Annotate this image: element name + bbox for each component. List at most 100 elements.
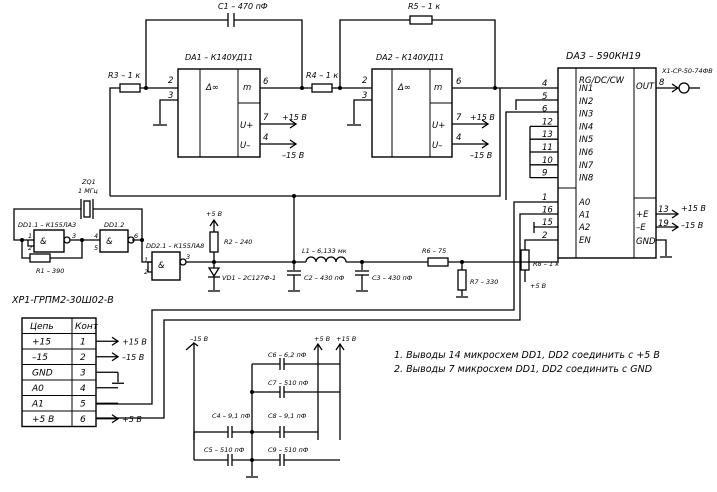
xp1-pin-4: 4 [80, 384, 86, 394]
dd12-sym: & [106, 237, 113, 247]
c9-label: C9 – 510 пФ [268, 446, 309, 454]
xp1-label: XP1-ГРПМ2-30Ш02-В [11, 295, 114, 306]
xp1-net-5: A1 [31, 400, 44, 410]
xp1-pin-1: 1 [80, 338, 86, 348]
r2-label: R2 – 240 [224, 238, 252, 246]
da3-pin8: 8 [659, 78, 665, 88]
buffer-stage: DD2.1 – К155ЛА8 & 1 2 3 +5 В R2 – 240 VD… [144, 210, 306, 292]
da3-pin13: 13 [658, 205, 669, 215]
da1-rail-p: +15 В [282, 113, 307, 122]
xp1-pin-5: 5 [80, 400, 86, 410]
da2-opamp: DA2 – К140УД11 Δ∞ m U+ U– 2 3 6 7 4 +15 … [347, 53, 495, 160]
da3-addr-a2: A2 [578, 223, 590, 233]
da3-input-7: IN7 [579, 161, 594, 171]
da3-input-1: IN1 [579, 84, 593, 94]
dd11-p2: 2 [28, 244, 32, 252]
address-wiring: R8 – 1 к +5 В [96, 111, 559, 419]
dd21-p1: 1 [144, 256, 148, 264]
da3-input-pin-7: 10 [542, 156, 553, 166]
bank-p5: +5 В [314, 335, 331, 343]
da1-uplus: U+ [240, 121, 253, 131]
da2-pin3: 3 [362, 91, 367, 101]
xp1-arrow-2 [111, 352, 120, 362]
lc-filter: L1 – 6,133 мк C2 – 430 пФ C3 – 430 пФ R6… [287, 196, 559, 298]
da3-supply-m: –15 В [681, 221, 703, 230]
da3-input-pin-2: 5 [542, 92, 547, 102]
xp1-lead-label-1: +15 В [122, 337, 147, 346]
da2-pin6: 6 [456, 77, 462, 87]
oscillator: ZQ1 1 МГц DD1.1 – К155ЛА3 & 1 2 3 R1 – 3… [13, 178, 152, 275]
da1-delta: Δ∞ [205, 83, 219, 93]
xp1-header-1: Цепь [30, 322, 54, 332]
r2-supply: +5 В [206, 210, 223, 218]
da2-pin7: 7 [456, 113, 462, 123]
da2-label: DA2 – К140УД11 [376, 53, 444, 62]
dd21-label: DD2.1 – К155ЛА8 [146, 242, 204, 250]
da3-input-pin-1: 4 [542, 79, 547, 89]
bank-p15: +15 В [336, 335, 357, 343]
da1-opamp: DA1 – К140УД11 Δ∞ m U+ U– 2 3 6 7 4 +15 … [153, 53, 307, 160]
x1-label: X1-СР-50-74ФВ [661, 67, 713, 75]
da1-pin3: 3 [168, 91, 173, 101]
da3-gnd: GND [636, 237, 656, 247]
da3-label: DA3 – 590КН19 [566, 51, 641, 62]
signal-wires: R3 – 1 к R4 – 1 к [108, 71, 558, 198]
xp1-net-3: GND [32, 369, 53, 379]
xp1-lead-label-2: –15 В [122, 353, 144, 362]
da2-m: m [434, 83, 442, 93]
c3-label: C3 – 430 пФ [372, 274, 413, 282]
dd21-sym: & [158, 261, 165, 271]
note-2: 2. Выводы 7 микросхем DD1, DD2 соединить… [394, 364, 652, 375]
da1-pin2: 2 [168, 76, 173, 86]
xp1-header-2: Конт [75, 322, 99, 332]
da3-supply-p: +15 В [681, 204, 706, 213]
da3-addr-a0: A0 [578, 198, 590, 208]
da3-input-2: IN2 [579, 97, 593, 107]
r5-label: R5 – 1 к [408, 2, 440, 11]
bank-m15: –15 В [190, 335, 209, 343]
c4-label: C4 – 9,1 пФ [212, 412, 251, 420]
da3-addr-pin-2: 16 [542, 206, 553, 216]
da1-pin7: 7 [263, 113, 269, 123]
da3-input-4: IN4 [579, 122, 593, 132]
da1-rail-m: –15 В [282, 151, 304, 160]
da3-out-label: OUT [636, 82, 655, 92]
da3-minus-e: –E [636, 223, 646, 233]
c8-label: C8 – 9,1 пФ [268, 412, 307, 420]
da1-label: DA1 – К140УД11 [185, 53, 253, 62]
xp1-arrow-6 [111, 414, 120, 424]
xp1-pin-6: 6 [80, 415, 86, 425]
da3-input-pin-6: 11 [542, 143, 553, 153]
c6-label: C6 – 6,2 пФ [268, 351, 307, 359]
da3-input-5: IN5 [579, 135, 593, 145]
xp1-net-2: –15 [32, 353, 48, 363]
c1-feedback: C1 – 470 пФ [145, 2, 303, 88]
xp1-arrow-1 [111, 336, 120, 346]
da3-input-pin-3: 6 [542, 105, 548, 115]
dd21-p3: 3 [186, 253, 190, 261]
da2-pin2: 2 [362, 76, 367, 86]
note-1: 1. Выводы 14 микросхем DD1, DD2 соединит… [394, 350, 660, 361]
dd12-p4: 4 [94, 232, 98, 240]
da2-pin4: 4 [456, 133, 461, 143]
decoupling-bank: –15 В +5 В +15 В C6 – 6,2 пФ C7 – 510 пФ… [185, 335, 357, 478]
da3-input-8: IN8 [579, 174, 594, 184]
vd1-label: VD1 – 2С127Ф-1 [222, 274, 276, 282]
da2-rail-p: +15 В [470, 113, 495, 122]
da3-addr-pin-1: 1 [542, 193, 547, 203]
r6-label: R6 – 75 [422, 247, 446, 255]
da3-addr-en: EN [579, 236, 591, 246]
dd11-sym: & [40, 237, 47, 247]
dd12-p6: 6 [134, 232, 138, 240]
r4-label: R4 – 1 к [306, 71, 338, 80]
zq1-freq: 1 МГц [78, 187, 98, 195]
l1-label: L1 – 6,133 мк [302, 247, 347, 255]
da3-input-pin-5: 13 [542, 130, 553, 140]
r3-label: R3 – 1 к [108, 71, 140, 80]
dd12-label: DD1.2 [104, 221, 124, 229]
